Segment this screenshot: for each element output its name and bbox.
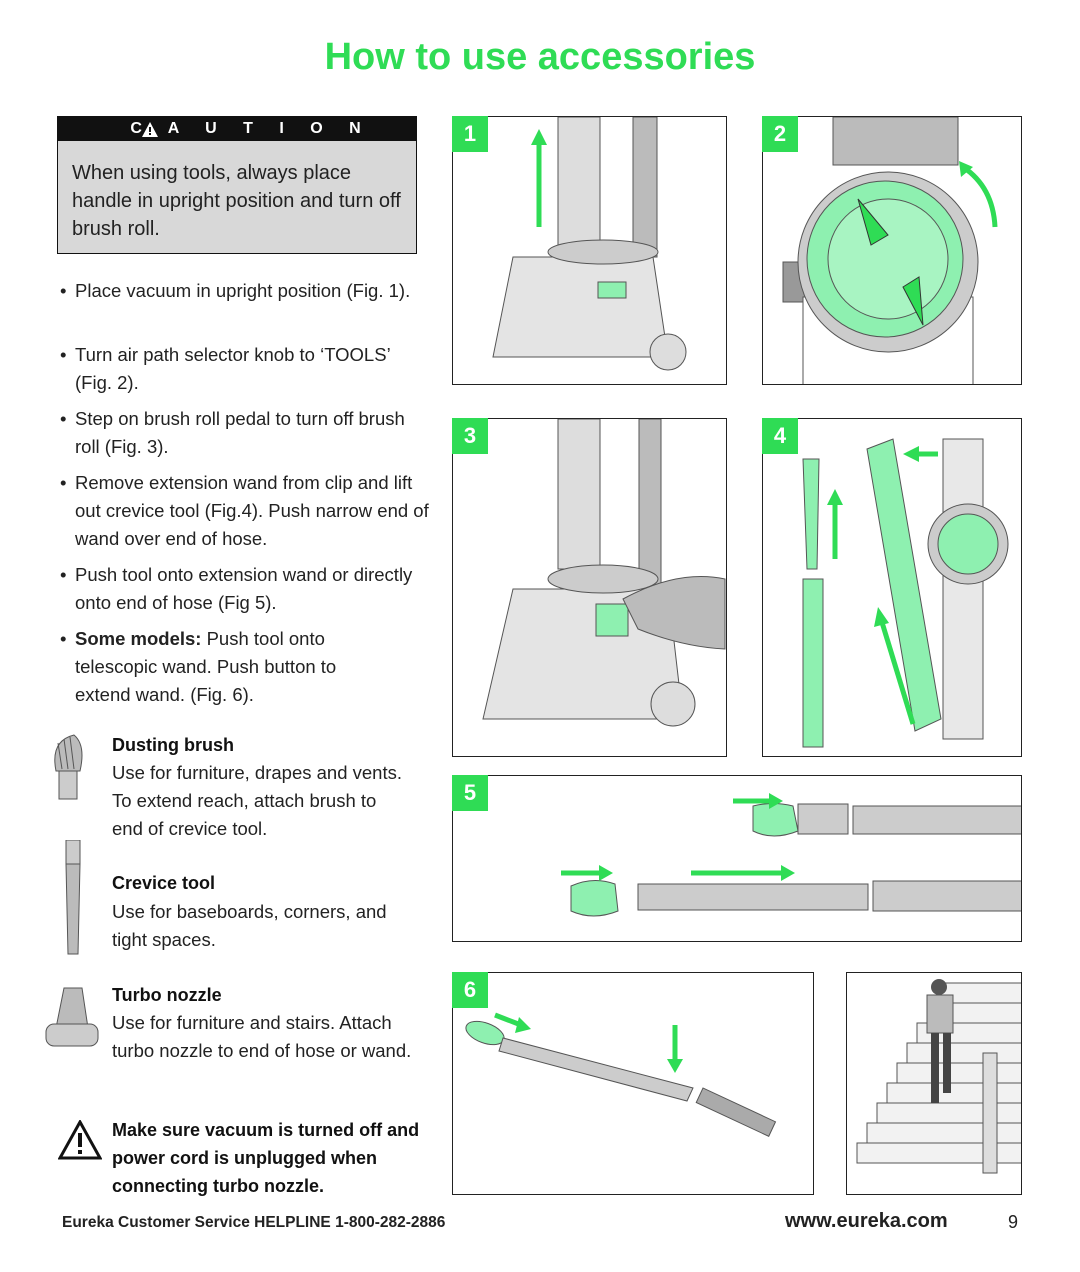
dusting-brush-icon bbox=[54, 734, 83, 800]
page-title: How to use accessories bbox=[324, 36, 756, 78]
bullet-text: Push tool onto telescopic wand. Push but… bbox=[75, 628, 337, 705]
bullet-item: •Turn air path selector knob to ‘TOOLS’ … bbox=[60, 341, 430, 397]
figure-3-brush-pedal bbox=[452, 418, 727, 757]
bullet-item: •Step on brush roll pedal to turn off br… bbox=[60, 405, 430, 461]
caution-box: C A U T I O N When using tools, always p… bbox=[57, 116, 417, 254]
accessory-title: Turbo nozzle bbox=[112, 985, 222, 1005]
figure-number: 6 bbox=[452, 972, 488, 1008]
accessory-text: Use for furniture, drapes and vents. To … bbox=[112, 762, 402, 839]
accessory-text: Use for baseboards, corners, and tight s… bbox=[112, 901, 387, 950]
bullet-text: Turn air path selector knob to ‘TOOLS’ (… bbox=[75, 344, 390, 393]
figure-5-attach-tools bbox=[452, 775, 1022, 942]
bullet-item: •Some models: Push tool onto telescopic … bbox=[60, 628, 337, 705]
caution-label: C A U T I O N bbox=[130, 120, 372, 137]
footer-url[interactable]: www.eureka.com bbox=[785, 1210, 948, 1232]
figure-number: 2 bbox=[762, 116, 798, 152]
bullet-text: Step on brush roll pedal to turn off bru… bbox=[75, 408, 405, 457]
figure-4-wand-crevice bbox=[762, 418, 1022, 757]
figure-number: 3 bbox=[452, 418, 488, 454]
warning-triangle-icon bbox=[142, 122, 158, 137]
figure-6-stairs-scene bbox=[846, 972, 1022, 1195]
bullet-lead: Some models: bbox=[75, 628, 202, 649]
turbo-nozzle-icon bbox=[45, 987, 99, 1047]
figure-number: 5 bbox=[452, 775, 488, 811]
caution-header: C A U T I O N bbox=[58, 117, 416, 141]
bullet-item: •Place vacuum in upright position (Fig. … bbox=[60, 277, 430, 305]
bullet-item: •Remove extension wand from clip and lif… bbox=[60, 469, 430, 553]
accessory-text: Use for furniture and stairs. Attach tur… bbox=[112, 1012, 412, 1061]
bullet-text: Remove extension wand from clip and lift… bbox=[75, 472, 429, 549]
figure-2-selector-knob bbox=[762, 116, 1022, 385]
warning-triangle-icon bbox=[58, 1120, 102, 1160]
bullet-text: Place vacuum in upright position (Fig. 1… bbox=[75, 280, 411, 301]
accessory-title: Dusting brush bbox=[112, 735, 234, 755]
caution-text: When using tools, always place handle in… bbox=[72, 162, 401, 240]
figure-number: 4 bbox=[762, 418, 798, 454]
page-number: 9 bbox=[1008, 1212, 1019, 1232]
figure-1-upright-vacuum bbox=[452, 116, 727, 385]
figure-number: 1 bbox=[452, 116, 488, 152]
crevice-tool-icon bbox=[65, 840, 81, 955]
figure-6-telescopic-wand bbox=[452, 972, 814, 1195]
accessory-title: Crevice tool bbox=[112, 873, 216, 893]
bullet-text: Push tool onto extension wand or directl… bbox=[75, 564, 413, 613]
footer-helpline: Eureka Customer Service HELPLINE 1-800-2… bbox=[62, 1214, 446, 1231]
bullet-item: •Push tool onto extension wand or direct… bbox=[60, 561, 430, 617]
warning-text: Make sure vacuum is turned off and power… bbox=[112, 1120, 420, 1196]
